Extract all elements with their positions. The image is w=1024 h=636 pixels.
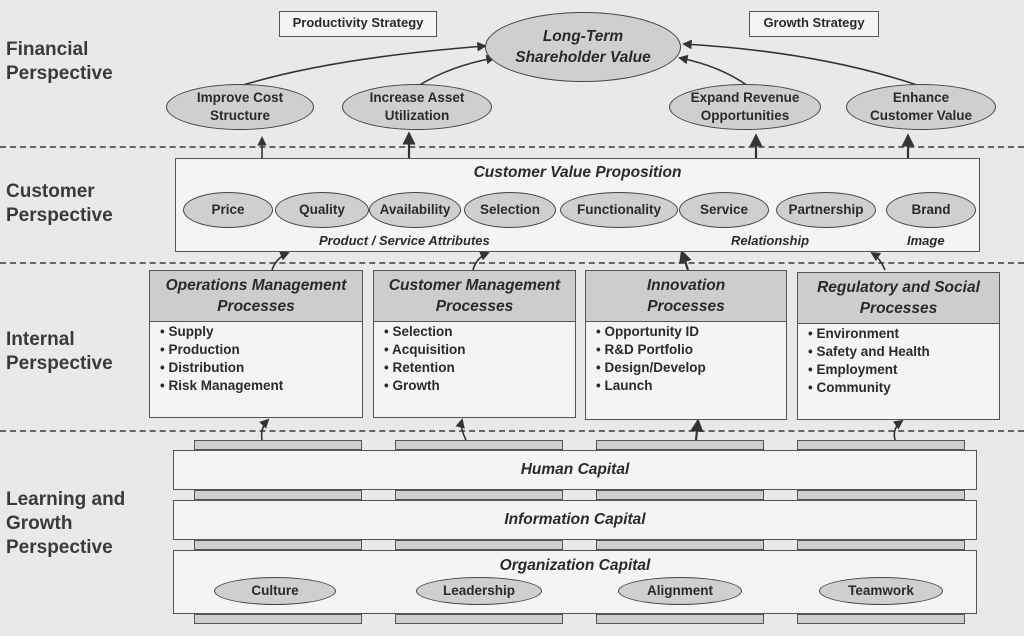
organization-capital-label: Organization Capital	[499, 557, 651, 574]
column-stub	[194, 614, 362, 624]
relationship-label: Relationship	[731, 233, 810, 248]
column-stub	[596, 440, 764, 450]
separator-financial	[0, 146, 1024, 148]
process-item: Employment	[808, 361, 930, 379]
attribute-price: Price	[183, 192, 273, 228]
process-item: Safety and Health	[808, 343, 929, 361]
column-stub	[194, 440, 362, 450]
column-stub	[194, 490, 362, 500]
attribute-partnership: Partnership	[776, 192, 876, 228]
attribute-service: Service	[679, 192, 769, 228]
process-item: Environment	[808, 325, 930, 343]
customer-value-proposition-title: Customer Value Proposition	[473, 164, 682, 181]
column-stub	[797, 540, 965, 550]
information-capital-label: Information Capital	[504, 511, 646, 528]
column-stub	[194, 540, 362, 550]
process-item: Growth	[384, 377, 465, 395]
growth-strategy-label: Growth Strategy	[749, 11, 879, 37]
column-stub	[797, 614, 965, 624]
separator-customer	[0, 262, 1024, 264]
human-capital-bar: Human Capital	[173, 450, 977, 490]
process-item: Opportunity ID	[596, 323, 706, 341]
process-item: Acquisition	[384, 341, 466, 359]
column-stub	[395, 540, 563, 550]
column-stub	[395, 440, 563, 450]
process-item: Selection	[384, 323, 465, 341]
org-item-culture: Culture	[214, 577, 336, 605]
information-capital-bar: Information Capital	[173, 500, 977, 540]
process-item: Supply	[160, 323, 283, 341]
process-item: Community	[808, 379, 930, 397]
org-item-teamwork: Teamwork	[819, 577, 943, 605]
process-item: Risk Management	[160, 377, 283, 395]
process-item: Production	[160, 341, 283, 359]
column-stub	[596, 490, 764, 500]
process-item: Distribution	[160, 359, 283, 377]
process-item: Launch	[596, 377, 706, 395]
process-item: Design/Develop	[596, 359, 705, 377]
image-label: Image	[907, 233, 945, 248]
process-item: R&D Portfolio	[596, 341, 706, 359]
attribute-availability: Availability	[369, 192, 461, 228]
attribute-brand: Brand	[886, 192, 976, 228]
attribute-functionality: Functionality	[560, 192, 678, 228]
productivity-strategy-label: Productivity Strategy	[279, 11, 437, 37]
process-item: Retention	[384, 359, 465, 377]
column-stub	[797, 490, 965, 500]
org-item-alignment: Alignment	[618, 577, 742, 605]
product-service-attributes-label: Product / Service Attributes	[319, 233, 490, 248]
organization-capital-bar: Organization Capital Culture Leadership …	[173, 550, 977, 614]
human-capital-label: Human Capital	[520, 461, 630, 478]
column-stub	[596, 614, 764, 624]
column-stub	[797, 440, 965, 450]
column-stub	[395, 490, 563, 500]
column-stub	[395, 614, 563, 624]
org-item-leadership: Leadership	[416, 577, 542, 605]
customer-value-proposition-box: Customer Value Proposition Price Quality…	[175, 158, 980, 252]
attribute-quality: Quality	[275, 192, 369, 228]
separator-internal	[0, 430, 1024, 432]
column-stub	[596, 540, 764, 550]
attribute-selection: Selection	[464, 192, 556, 228]
